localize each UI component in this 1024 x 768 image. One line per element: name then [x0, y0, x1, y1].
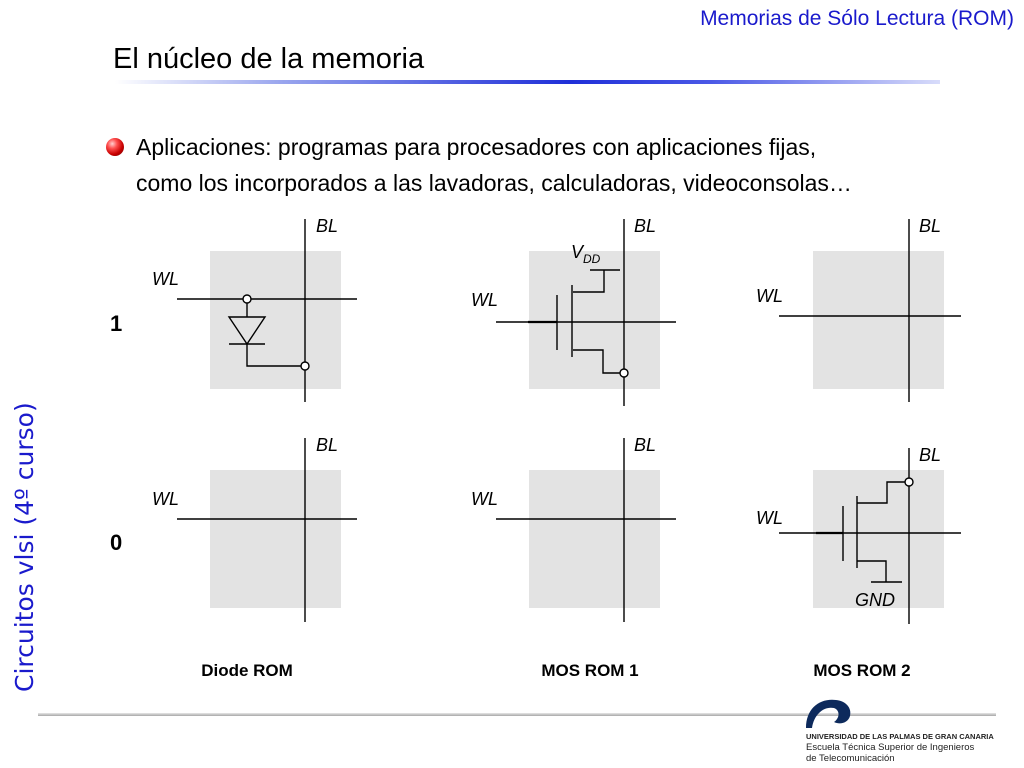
node-dot	[904, 477, 914, 487]
bitline-label: BL	[634, 216, 656, 236]
bitline-label: BL	[634, 435, 656, 455]
mos-rom2-cell-0	[779, 448, 961, 624]
node-dot	[300, 361, 310, 371]
node-dot	[619, 368, 629, 378]
vdd-label-subscript: DD	[583, 252, 601, 266]
drain-wire	[573, 270, 605, 293]
university-logo-icon	[806, 699, 851, 728]
school-name-line1: Escuela Técnica Superior de Ingenieros	[806, 742, 975, 753]
wordline-label: WL	[152, 489, 179, 509]
mos-rom2-cell-1	[779, 219, 961, 402]
diode-lead-bottom	[246, 344, 301, 367]
footer-rule	[38, 713, 996, 716]
slide-title: El núcleo de la memoria	[113, 43, 425, 75]
cell-bg-diode-0	[210, 470, 341, 608]
school-name-line2: de Telecomunicación	[806, 753, 895, 764]
red-bullet-icon	[106, 138, 124, 156]
wordline-label: WL	[152, 269, 179, 289]
drain-wire	[857, 481, 905, 504]
column-label-diode-rom: Diode ROM	[201, 661, 293, 680]
node-dot	[242, 294, 252, 304]
bullet-text: Aplicaciones: programas para procesadore…	[136, 129, 1016, 201]
bitline-label: BL	[919, 216, 941, 236]
university-name: UNIVERSIDAD DE LAS PALMAS DE GRAN CANARI…	[806, 732, 994, 741]
row-label-1: 1	[110, 311, 122, 336]
source-wire	[857, 560, 887, 582]
gnd-label: GND	[855, 590, 895, 610]
rom-cells-diagram: BL BL BL BL BL BL WL WL WL WL WL WL VDD …	[110, 216, 961, 680]
header-title: Memorias de Sólo Lectura (ROM)	[700, 7, 1014, 30]
bitline-label: BL	[919, 445, 941, 465]
diode-icon	[227, 316, 267, 346]
cell-bg-mos1-1	[529, 251, 660, 389]
diode-rom-cell-1	[177, 219, 357, 402]
source-wire	[573, 349, 620, 374]
cell-bg-diode-1	[210, 251, 341, 389]
cell-bg-mos2-0	[813, 470, 944, 608]
column-label-mos-rom2: MOS ROM 2	[813, 661, 910, 680]
title-underline	[115, 80, 940, 84]
bullet-line-1: Aplicaciones: programas para procesadore…	[136, 134, 817, 160]
cell-bg-mos1-0	[529, 470, 660, 608]
diode-rom-cell-0	[177, 438, 357, 622]
mos-rom1-cell-1	[496, 219, 676, 406]
wordline-label: WL	[471, 290, 498, 310]
wordline-label: WL	[471, 489, 498, 509]
wordline-label: WL	[756, 508, 783, 528]
vdd-label: VDD	[571, 242, 601, 266]
bitline-label: BL	[316, 435, 338, 455]
bitline-label: BL	[316, 216, 338, 236]
row-label-0: 0	[110, 530, 122, 555]
vdd-label-main: V	[571, 242, 585, 262]
cell-bg-mos2-1	[813, 251, 944, 389]
cell-backgrounds	[210, 251, 944, 608]
mos-rom1-cell-0	[496, 438, 676, 622]
wordline-label: WL	[756, 286, 783, 306]
bullet-line-2: como los incorporados a las lavadoras, c…	[136, 170, 852, 196]
column-label-mos-rom1: MOS ROM 1	[541, 661, 638, 680]
